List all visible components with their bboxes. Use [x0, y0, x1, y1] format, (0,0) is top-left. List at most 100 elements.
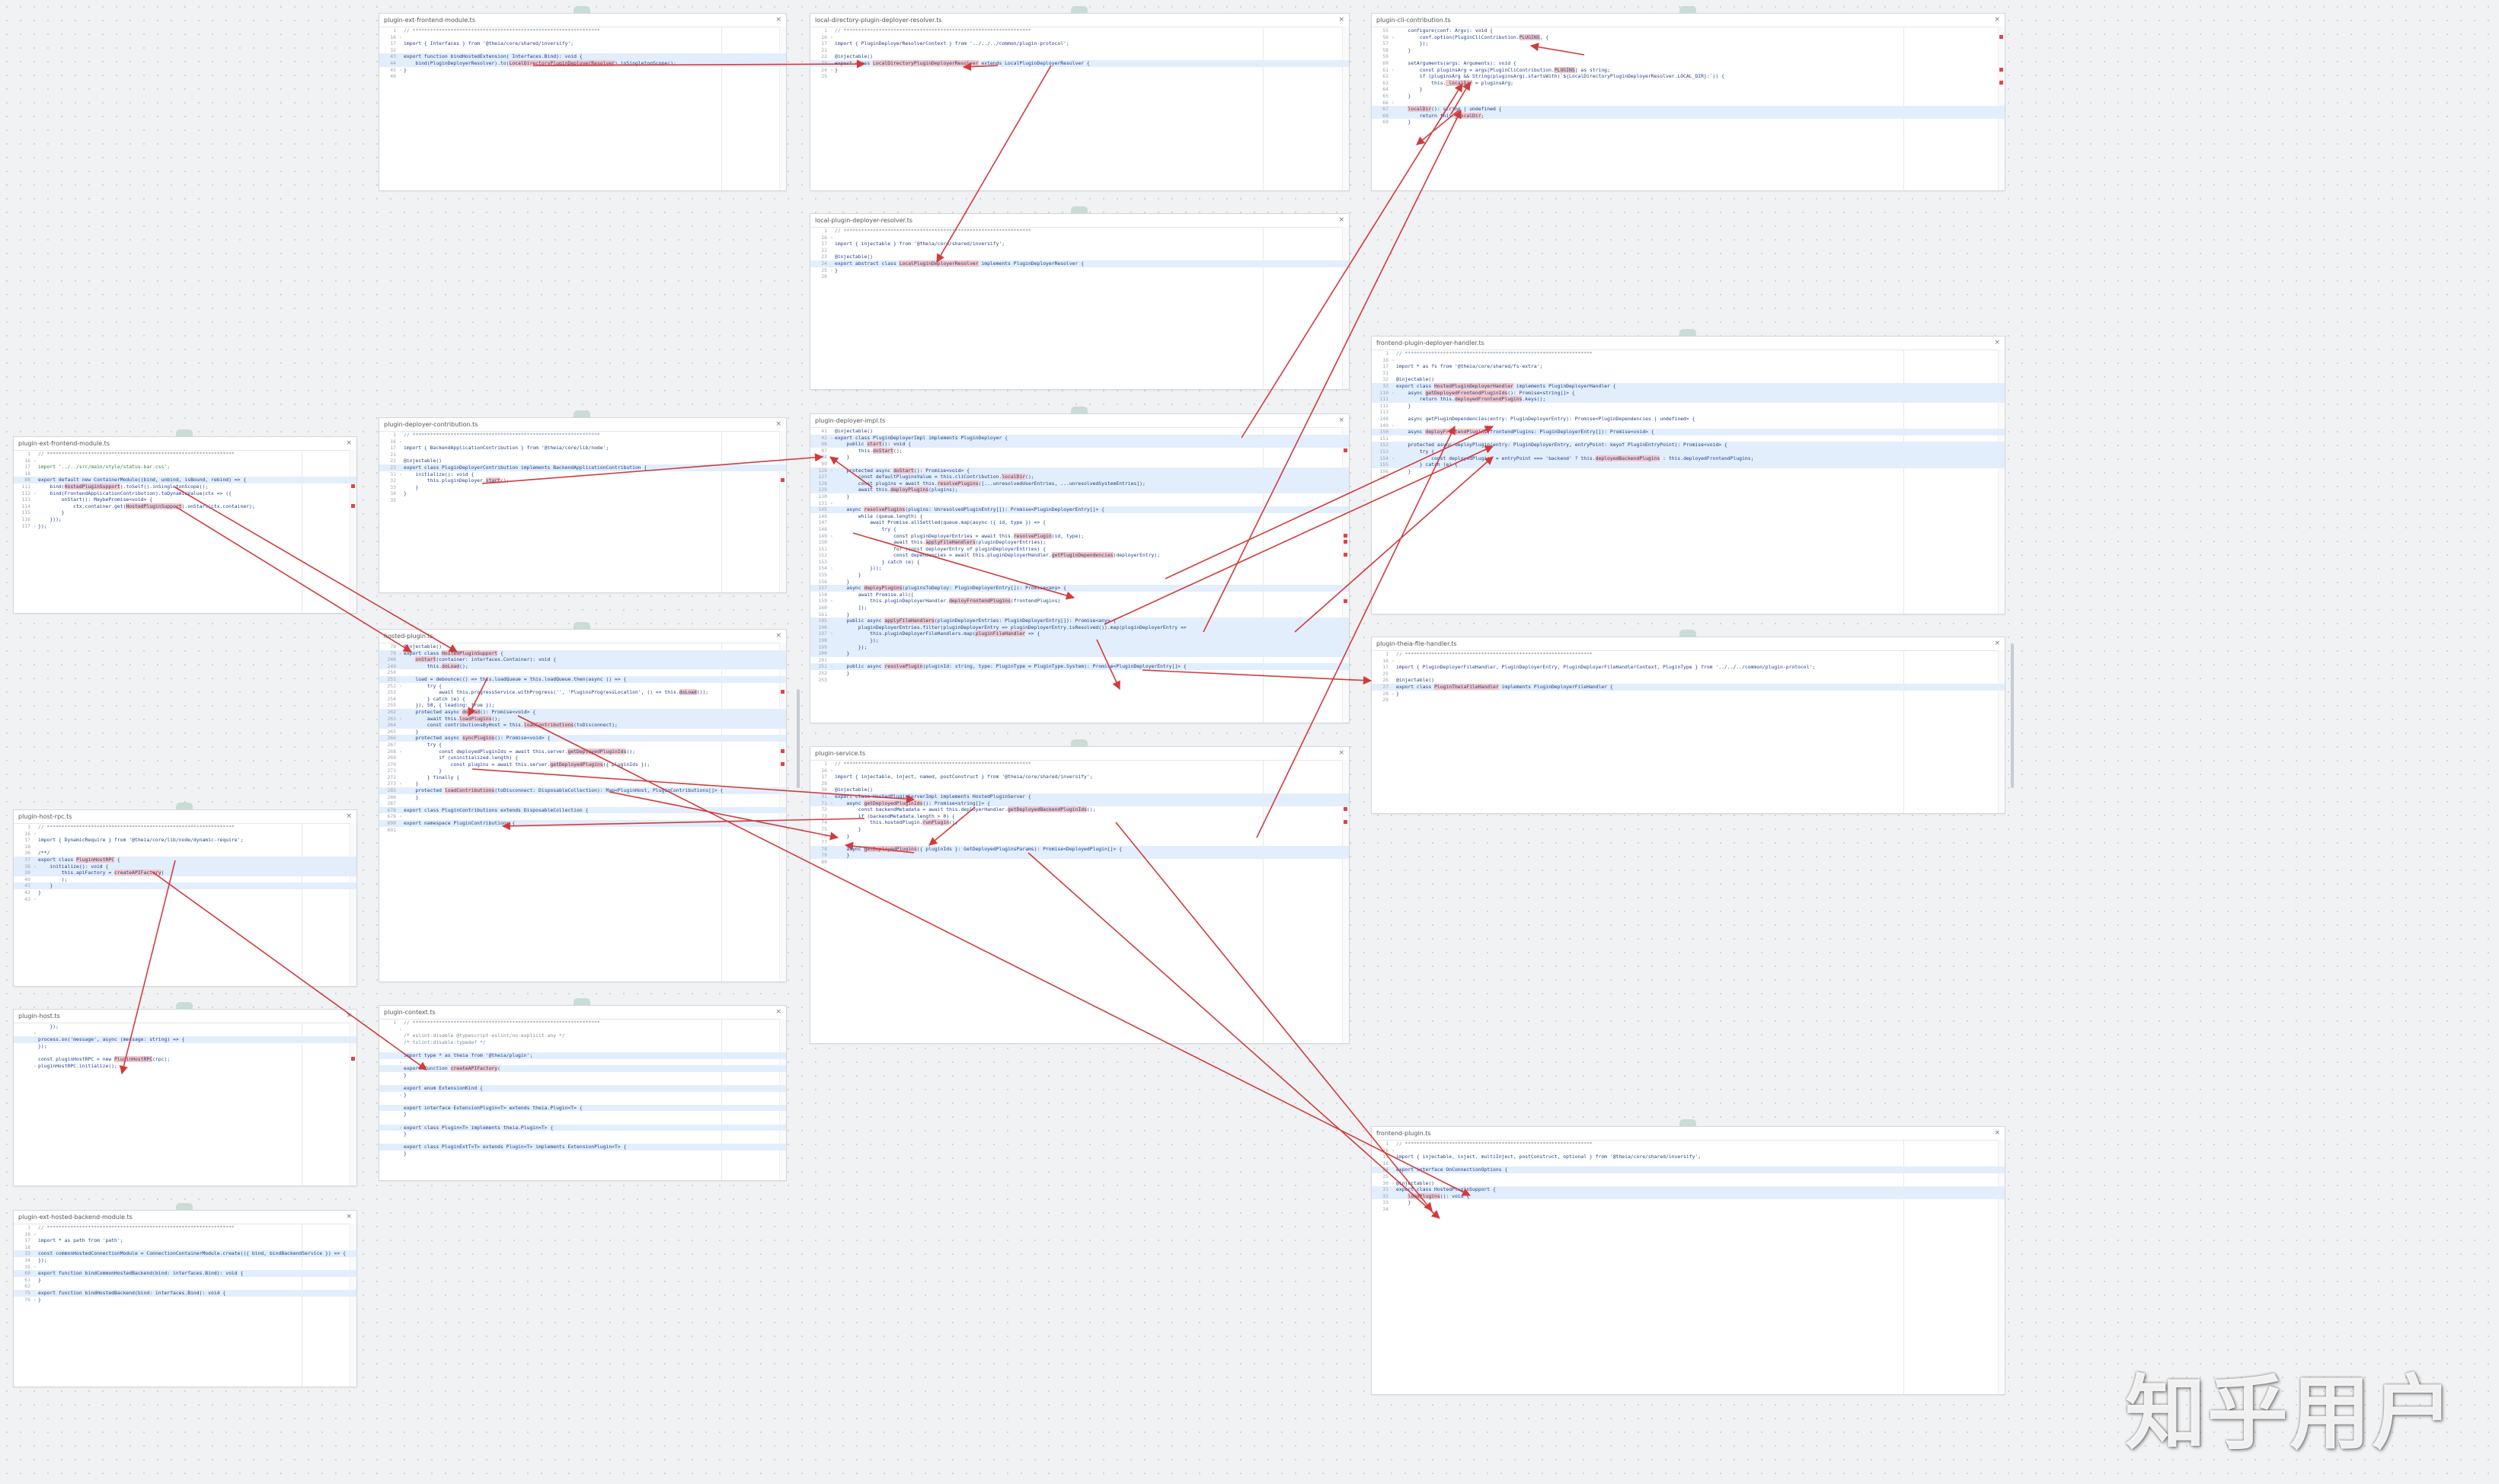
code-line[interactable]: 32 this.pluginDeployer.start(); [379, 477, 786, 484]
code-line[interactable]: 249 this.doLoad(); [379, 662, 786, 670]
code-line[interactable]: 1 // ***********************************… [810, 228, 1349, 235]
code-line[interactable]: 266 protected async syncPlugins(): Promi… [379, 735, 786, 742]
code-line[interactable]: 31› initialize(): void { [379, 471, 786, 478]
code-line[interactable]: 77 [810, 839, 1349, 846]
code-line[interactable]: 197› this.pluginDeployerFileHandlers.map… [810, 630, 1349, 637]
fold-icon[interactable]: › [399, 682, 402, 689]
symbol-highlight[interactable]: getDeployedFrontendPluginIds [1425, 389, 1508, 396]
code-panel[interactable]: hosted-plugin.ts×78 @injectable()79›expo… [379, 629, 787, 982]
symbol-highlight[interactable]: PLUGINS [1554, 66, 1575, 73]
fold-icon[interactable]: › [399, 649, 402, 656]
symbol-highlight[interactable]: applyFileHandlers [925, 539, 976, 546]
code-line[interactable]: /* eslint-disable @typescript-eslint/no-… [379, 1032, 786, 1039]
symbol-highlight[interactable]: PluginHostRPC [114, 1055, 153, 1062]
fold-icon[interactable]: › [399, 715, 402, 722]
symbol-highlight[interactable]: loadContributions [444, 787, 495, 794]
panel-handle[interactable] [574, 622, 590, 629]
code-panel[interactable]: plugin-context.ts×1 // *****************… [379, 1005, 787, 1181]
code-line[interactable] [379, 1098, 786, 1105]
fold-icon[interactable]: › [399, 780, 402, 787]
code-line[interactable]: 21 [810, 47, 1349, 54]
symbol-highlight[interactable]: getDeployedPluginIds [864, 799, 923, 806]
fold-icon[interactable] [830, 461, 835, 468]
code-line[interactable]: 76›} [14, 1297, 356, 1304]
close-icon[interactable]: × [1994, 16, 2000, 24]
close-icon[interactable]: × [346, 1012, 352, 1020]
code-line[interactable]: 22 @injectable() [810, 53, 1349, 60]
fold-icon[interactable]: › [34, 522, 37, 529]
code-line[interactable]: ›export class Plugin<T> implements theia… [379, 1124, 786, 1131]
fold-icon[interactable] [34, 1244, 38, 1251]
code-line[interactable]: 63 this._localDir = pluginsArg; [1372, 79, 2005, 87]
code-line[interactable]: 26 @injectable() [1372, 677, 2005, 684]
fold-icon[interactable] [399, 1118, 404, 1125]
code-line[interactable]: 161 } [810, 611, 1349, 618]
panel-handle[interactable] [1679, 329, 1696, 336]
code-line[interactable]: 268› const deployedPluginIds = await thi… [379, 748, 786, 755]
code-editor[interactable]: 1 // ***********************************… [379, 27, 786, 80]
code-line[interactable]: 22 @injectable() [379, 458, 786, 464]
code-line[interactable]: 691 [379, 827, 786, 834]
panel-handle[interactable] [574, 6, 590, 13]
code-line[interactable]: }); [14, 1023, 356, 1030]
code-line[interactable]: 32 loadPlugins(): void { [1372, 1192, 2005, 1200]
code-line[interactable]: 253 [810, 677, 1349, 684]
panel-handle[interactable] [176, 1002, 193, 1009]
symbol-highlight[interactable]: getDeployedPlugins [864, 845, 917, 852]
code-line[interactable]: 17 import * as fs from '@theia/core/shar… [1372, 363, 2005, 370]
symbol-highlight[interactable]: doStart [873, 447, 893, 454]
fold-icon[interactable] [830, 657, 835, 664]
symbol-highlight[interactable]: HostedPluginSupport [126, 503, 182, 509]
code-line[interactable]: 287 [379, 800, 786, 807]
symbol-highlight[interactable]: LocalDirectoryPluginDeployerResolver [873, 59, 979, 66]
overview-ruler[interactable] [1998, 650, 2005, 813]
fold-icon[interactable] [399, 1138, 404, 1144]
code-line[interactable]: 88 export default new ContainerModule((b… [14, 477, 356, 483]
code-line[interactable]: 21 [379, 452, 786, 458]
fold-icon[interactable] [399, 1098, 404, 1105]
panel-handle[interactable] [1679, 630, 1696, 637]
code-line[interactable]: } [379, 1150, 786, 1157]
code-line[interactable]: 35› [14, 1264, 356, 1271]
code-line[interactable]: 62 if (pluginsArg && String(pluginsArg).… [1372, 73, 2005, 80]
fold-icon[interactable] [1392, 1173, 1396, 1180]
fold-icon[interactable] [399, 452, 404, 458]
code-line[interactable]: 126› protected async doStart(): Promise<… [810, 467, 1349, 474]
code-line[interactable]: 16› [14, 458, 356, 464]
overview-ruler[interactable] [350, 1023, 356, 1186]
code-line[interactable]: 130 } [810, 493, 1349, 500]
code-line[interactable]: 42›export class PluginDeployerImpl imple… [810, 434, 1349, 442]
panel-handle[interactable] [574, 998, 590, 1005]
symbol-highlight[interactable]: getDeployedPluginIds [567, 748, 627, 755]
code-line[interactable]: 41 } [14, 882, 356, 889]
code-line[interactable]: 16› [1372, 658, 2005, 665]
code-line[interactable]: 29 [1372, 697, 2005, 704]
code-line[interactable]: 153 try { [1372, 448, 2005, 455]
fold-icon[interactable]: › [830, 598, 833, 605]
fold-icon[interactable] [830, 47, 835, 54]
symbol-highlight[interactable]: deployedBackendPlugins [1595, 455, 1660, 461]
code-line[interactable]: 678 export class PluginContributions ext… [379, 806, 786, 814]
code-line[interactable]: 18 [14, 1244, 356, 1251]
scrollbar-thumb[interactable] [797, 689, 800, 788]
symbol-highlight[interactable]: getDeployedPlugins [550, 761, 603, 768]
code-line[interactable]: 17 import * as path from 'path'; [14, 1237, 356, 1244]
code-line[interactable]: 36 /**/ [14, 850, 356, 857]
code-line[interactable]: /* tslint:disable:typedef */ [379, 1039, 786, 1046]
code-line[interactable]: 67 localDir(): string | undefined { [1372, 106, 2005, 113]
code-line[interactable]: 69 } [1372, 119, 2005, 126]
code-line[interactable]: 252› try { [379, 683, 786, 690]
panel-handle[interactable] [1070, 407, 1088, 413]
fold-icon[interactable]: › [1392, 99, 1395, 106]
fold-icon[interactable]: › [830, 532, 833, 539]
close-icon[interactable]: × [346, 1213, 352, 1221]
symbol-highlight[interactable]: LocalPluginDeployerResolver [899, 260, 979, 266]
code-line[interactable]: 1 // ***********************************… [14, 1224, 356, 1231]
code-line[interactable] [379, 1078, 786, 1085]
code-line[interactable]: 148 try { [810, 526, 1349, 533]
code-line[interactable]: › [379, 1059, 786, 1066]
code-line[interactable]: 265 } [379, 729, 786, 736]
code-line[interactable]: 33 } [379, 484, 786, 491]
code-line[interactable]: 18 [1372, 1160, 2005, 1167]
code-line[interactable]: 16› [379, 439, 786, 445]
